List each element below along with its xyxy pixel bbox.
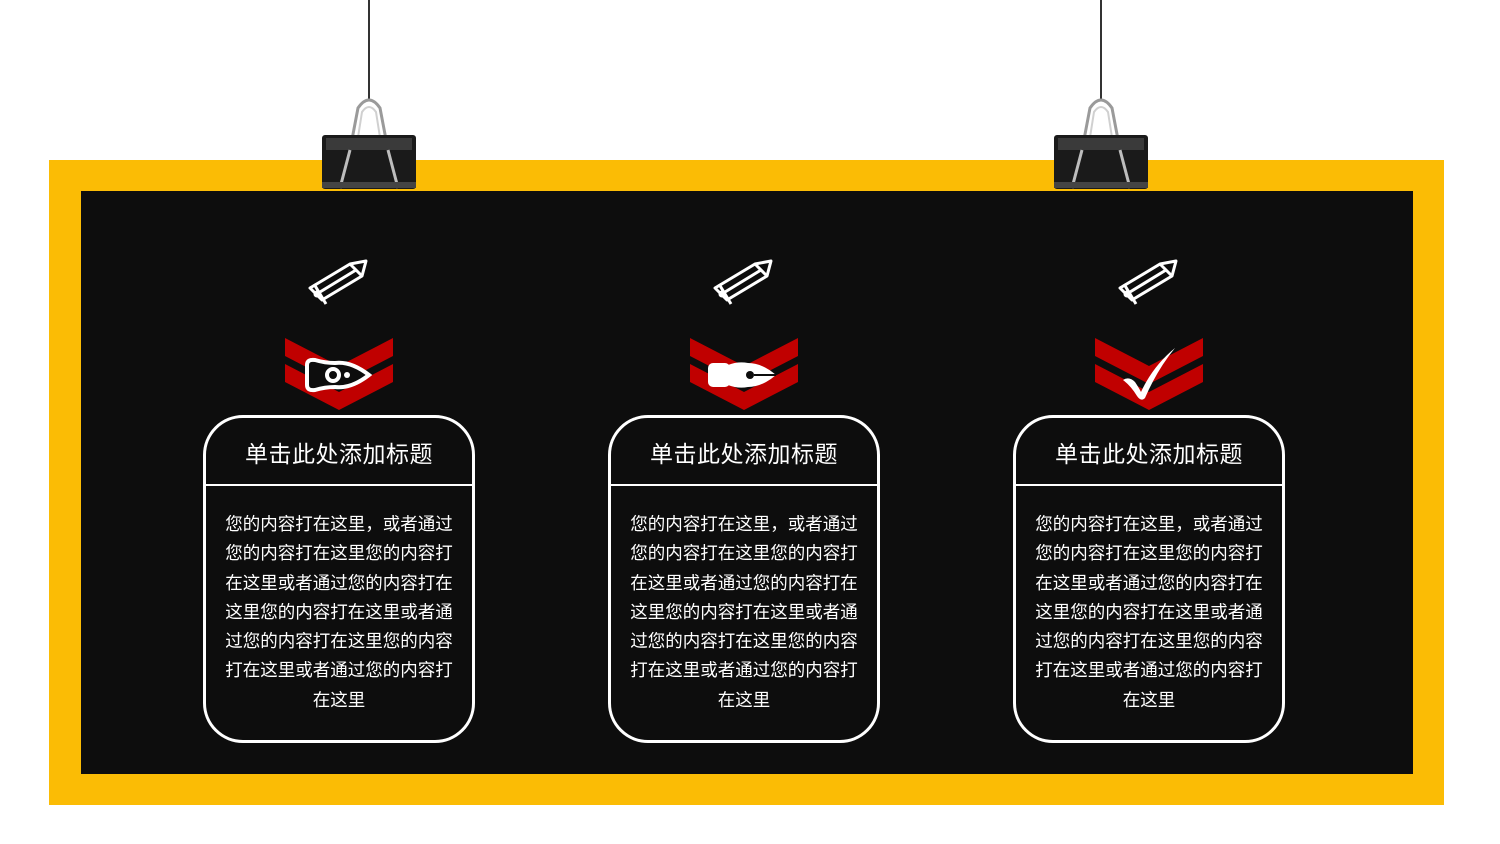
fountain-pen-nib-filled-icon xyxy=(708,355,780,395)
card-body[interactable]: 您的内容打在这里，或者通过您的内容打在这里您的内容打在这里或者通过您的内容打在这… xyxy=(1035,515,1263,711)
checkmark-icon xyxy=(1119,344,1179,402)
content-card: 单击此处添加标题 您的内容打在这里，或者通过您的内容打在这里您的内容打在这里或者… xyxy=(608,415,880,743)
pencil-icon xyxy=(711,258,777,308)
card-body[interactable]: 您的内容打在这里，或者通过您的内容打在这里您的内容打在这里或者通过您的内容打在这… xyxy=(630,515,858,711)
binder-clip-icon xyxy=(1052,0,1150,196)
card-divider xyxy=(206,484,472,486)
binder-clip-icon xyxy=(320,0,418,196)
card-title[interactable]: 单击此处添加标题 xyxy=(245,442,433,468)
content-card: 单击此处添加标题 您的内容打在这里，或者通过您的内容打在这里您的内容打在这里或者… xyxy=(1013,415,1285,743)
card-title[interactable]: 单击此处添加标题 xyxy=(650,442,838,468)
pencil-icon xyxy=(1116,258,1182,308)
red-chevron-badge xyxy=(1095,338,1203,410)
pencil-icon xyxy=(306,258,372,308)
card-title[interactable]: 单击此处添加标题 xyxy=(1055,442,1243,468)
card-divider xyxy=(611,484,877,486)
card-divider xyxy=(1016,484,1282,486)
content-card: 单击此处添加标题 您的内容打在这里，或者通过您的内容打在这里您的内容打在这里或者… xyxy=(203,415,475,743)
fountain-pen-nib-outline-icon xyxy=(303,355,375,395)
card-body[interactable]: 您的内容打在这里，或者通过您的内容打在这里您的内容打在这里或者通过您的内容打在这… xyxy=(225,515,453,711)
